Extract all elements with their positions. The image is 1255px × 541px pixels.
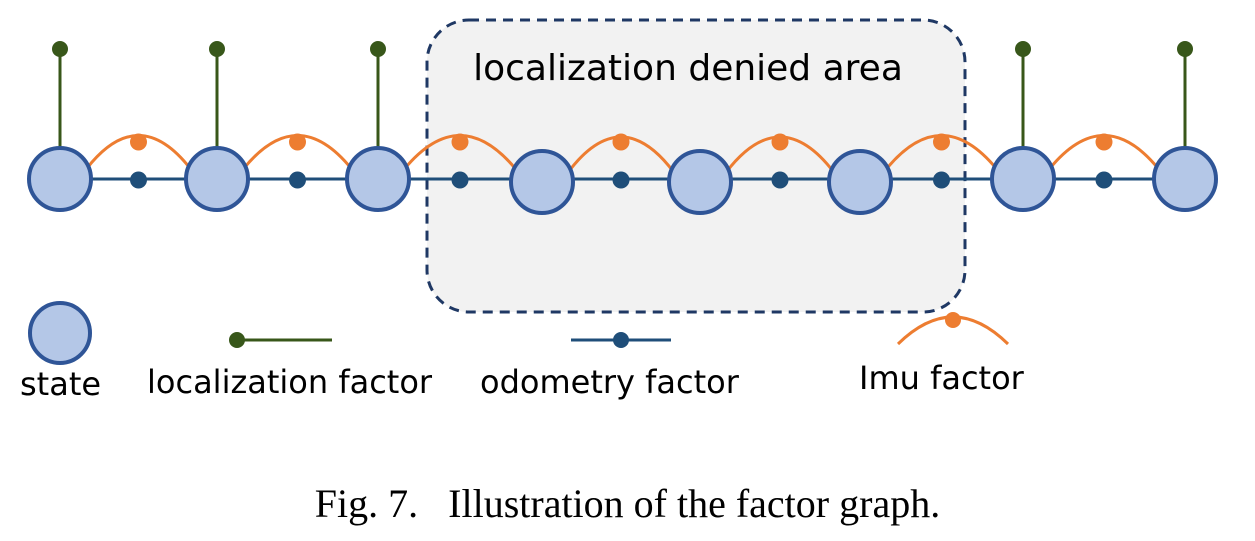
imu-factor-dot — [289, 133, 306, 151]
legend-localization-label: localization factor — [147, 363, 433, 401]
imu-factor-dot — [933, 133, 950, 151]
region-label: localization denied area — [473, 48, 903, 89]
imu-factor-dot — [771, 133, 789, 151]
graph-layer — [27, 41, 1218, 215]
localization-factor-dot — [52, 41, 68, 57]
odometry-factor-dot — [771, 171, 789, 189]
legend-imu-label: Imu factor — [859, 359, 1025, 397]
imu-factor-dot — [1095, 133, 1113, 151]
legend: state localization factor odometry facto… — [20, 301, 1025, 403]
state-node — [184, 146, 250, 212]
odometry-factor-dot — [289, 171, 306, 189]
imu-factor-dot — [612, 133, 630, 151]
state-node — [27, 146, 93, 212]
localization-factor-dot — [1015, 41, 1031, 57]
legend-odometry-label: odometry factor — [480, 363, 740, 401]
legend-state-symbol — [28, 301, 92, 365]
state-node — [827, 149, 893, 215]
localization-factor-dot — [209, 41, 225, 57]
state-node — [1152, 146, 1218, 212]
odometry-factor-dot — [130, 171, 147, 189]
legend-localization-dot — [229, 332, 245, 348]
state-node — [990, 146, 1056, 212]
odometry-factor-dot — [933, 171, 950, 189]
imu-factor-dot — [451, 133, 469, 151]
state-node — [345, 146, 411, 212]
odometry-factor-dot — [612, 171, 630, 189]
localization-factor-dot — [1177, 41, 1193, 57]
odometry-factor-dot — [451, 171, 469, 189]
imu-factor-dot — [130, 133, 147, 151]
odometry-factor-dot — [1095, 171, 1113, 189]
figure-caption: Fig. 7. Illustration of the factor graph… — [314, 481, 941, 526]
state-node — [509, 149, 575, 215]
legend-odometry-dot — [613, 332, 629, 348]
state-node — [667, 149, 733, 215]
legend-state-label: state — [20, 365, 101, 403]
localization-factor-dot — [370, 41, 386, 57]
legend-imu-dot — [945, 312, 961, 328]
